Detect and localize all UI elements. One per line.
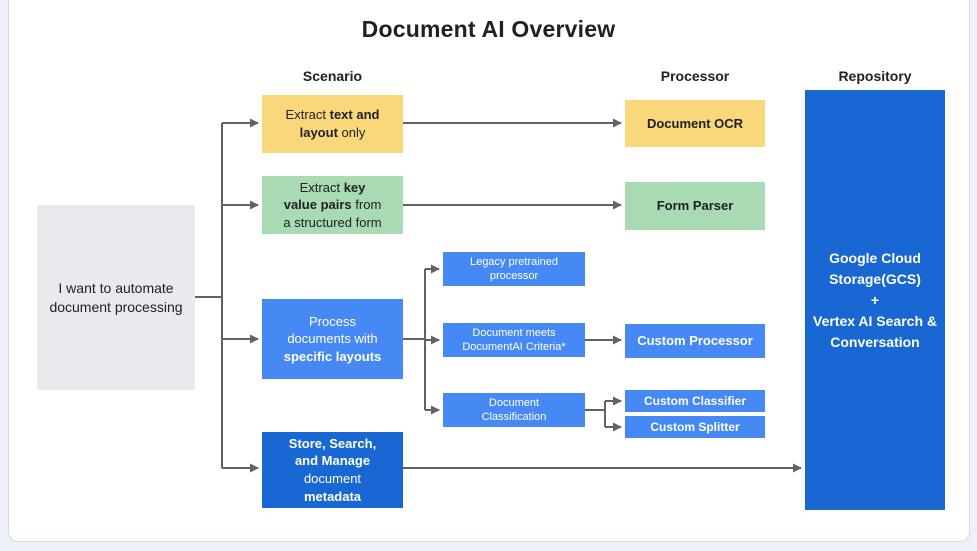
node-document-classification: Document Classification <box>443 393 585 427</box>
node-document-meets-criteria: Document meets DocumentAI Criteria* <box>443 323 585 357</box>
repository-line-plus: + <box>870 291 880 308</box>
node-custom-processor: Custom Processor <box>625 324 765 358</box>
node-repository-label: Google Cloud Storage(GCS) + Vertex AI Se… <box>805 248 945 353</box>
node-process-specific-layouts: Process documents with specific layouts <box>262 299 403 379</box>
node-extract-key-value: Extract key value pairs from a structure… <box>262 176 403 234</box>
node-intent-label: I want to automate document processing <box>49 279 183 315</box>
repository-line-vertex: Vertex AI Search & Conversation <box>813 312 937 350</box>
node-extract-text-layout: Extract text and layout only <box>262 95 403 153</box>
node-process-specific-layouts-label: Process documents with specific layouts <box>283 313 382 364</box>
node-custom-splitter: Custom Splitter <box>625 416 765 438</box>
node-store-search-manage: Store, Search, and Manage document metad… <box>262 432 403 508</box>
node-form-parser: Form Parser <box>625 182 765 230</box>
node-repository: Google Cloud Storage(GCS) + Vertex AI Se… <box>805 90 945 510</box>
column-header-scenario: Scenario <box>302 68 363 84</box>
node-document-ocr: Document OCR <box>625 100 765 147</box>
column-header-processor: Processor <box>660 68 730 84</box>
node-extract-key-value-label: Extract key value pairs from a structure… <box>283 179 382 230</box>
node-intent: I want to automate document processing <box>37 205 195 390</box>
node-store-search-manage-label: Store, Search, and Manage document metad… <box>288 435 377 504</box>
column-header-repository: Repository <box>838 68 912 84</box>
node-extract-text-layout-label: Extract text and layout only <box>285 107 380 140</box>
node-legacy-pretrained-processor: Legacy pretrained processor <box>443 252 585 286</box>
repository-line-gcs: Google Cloud Storage(GCS) <box>829 249 921 287</box>
node-custom-classifier: Custom Classifier <box>625 390 765 412</box>
diagram-title: Document AI Overview <box>361 16 616 42</box>
